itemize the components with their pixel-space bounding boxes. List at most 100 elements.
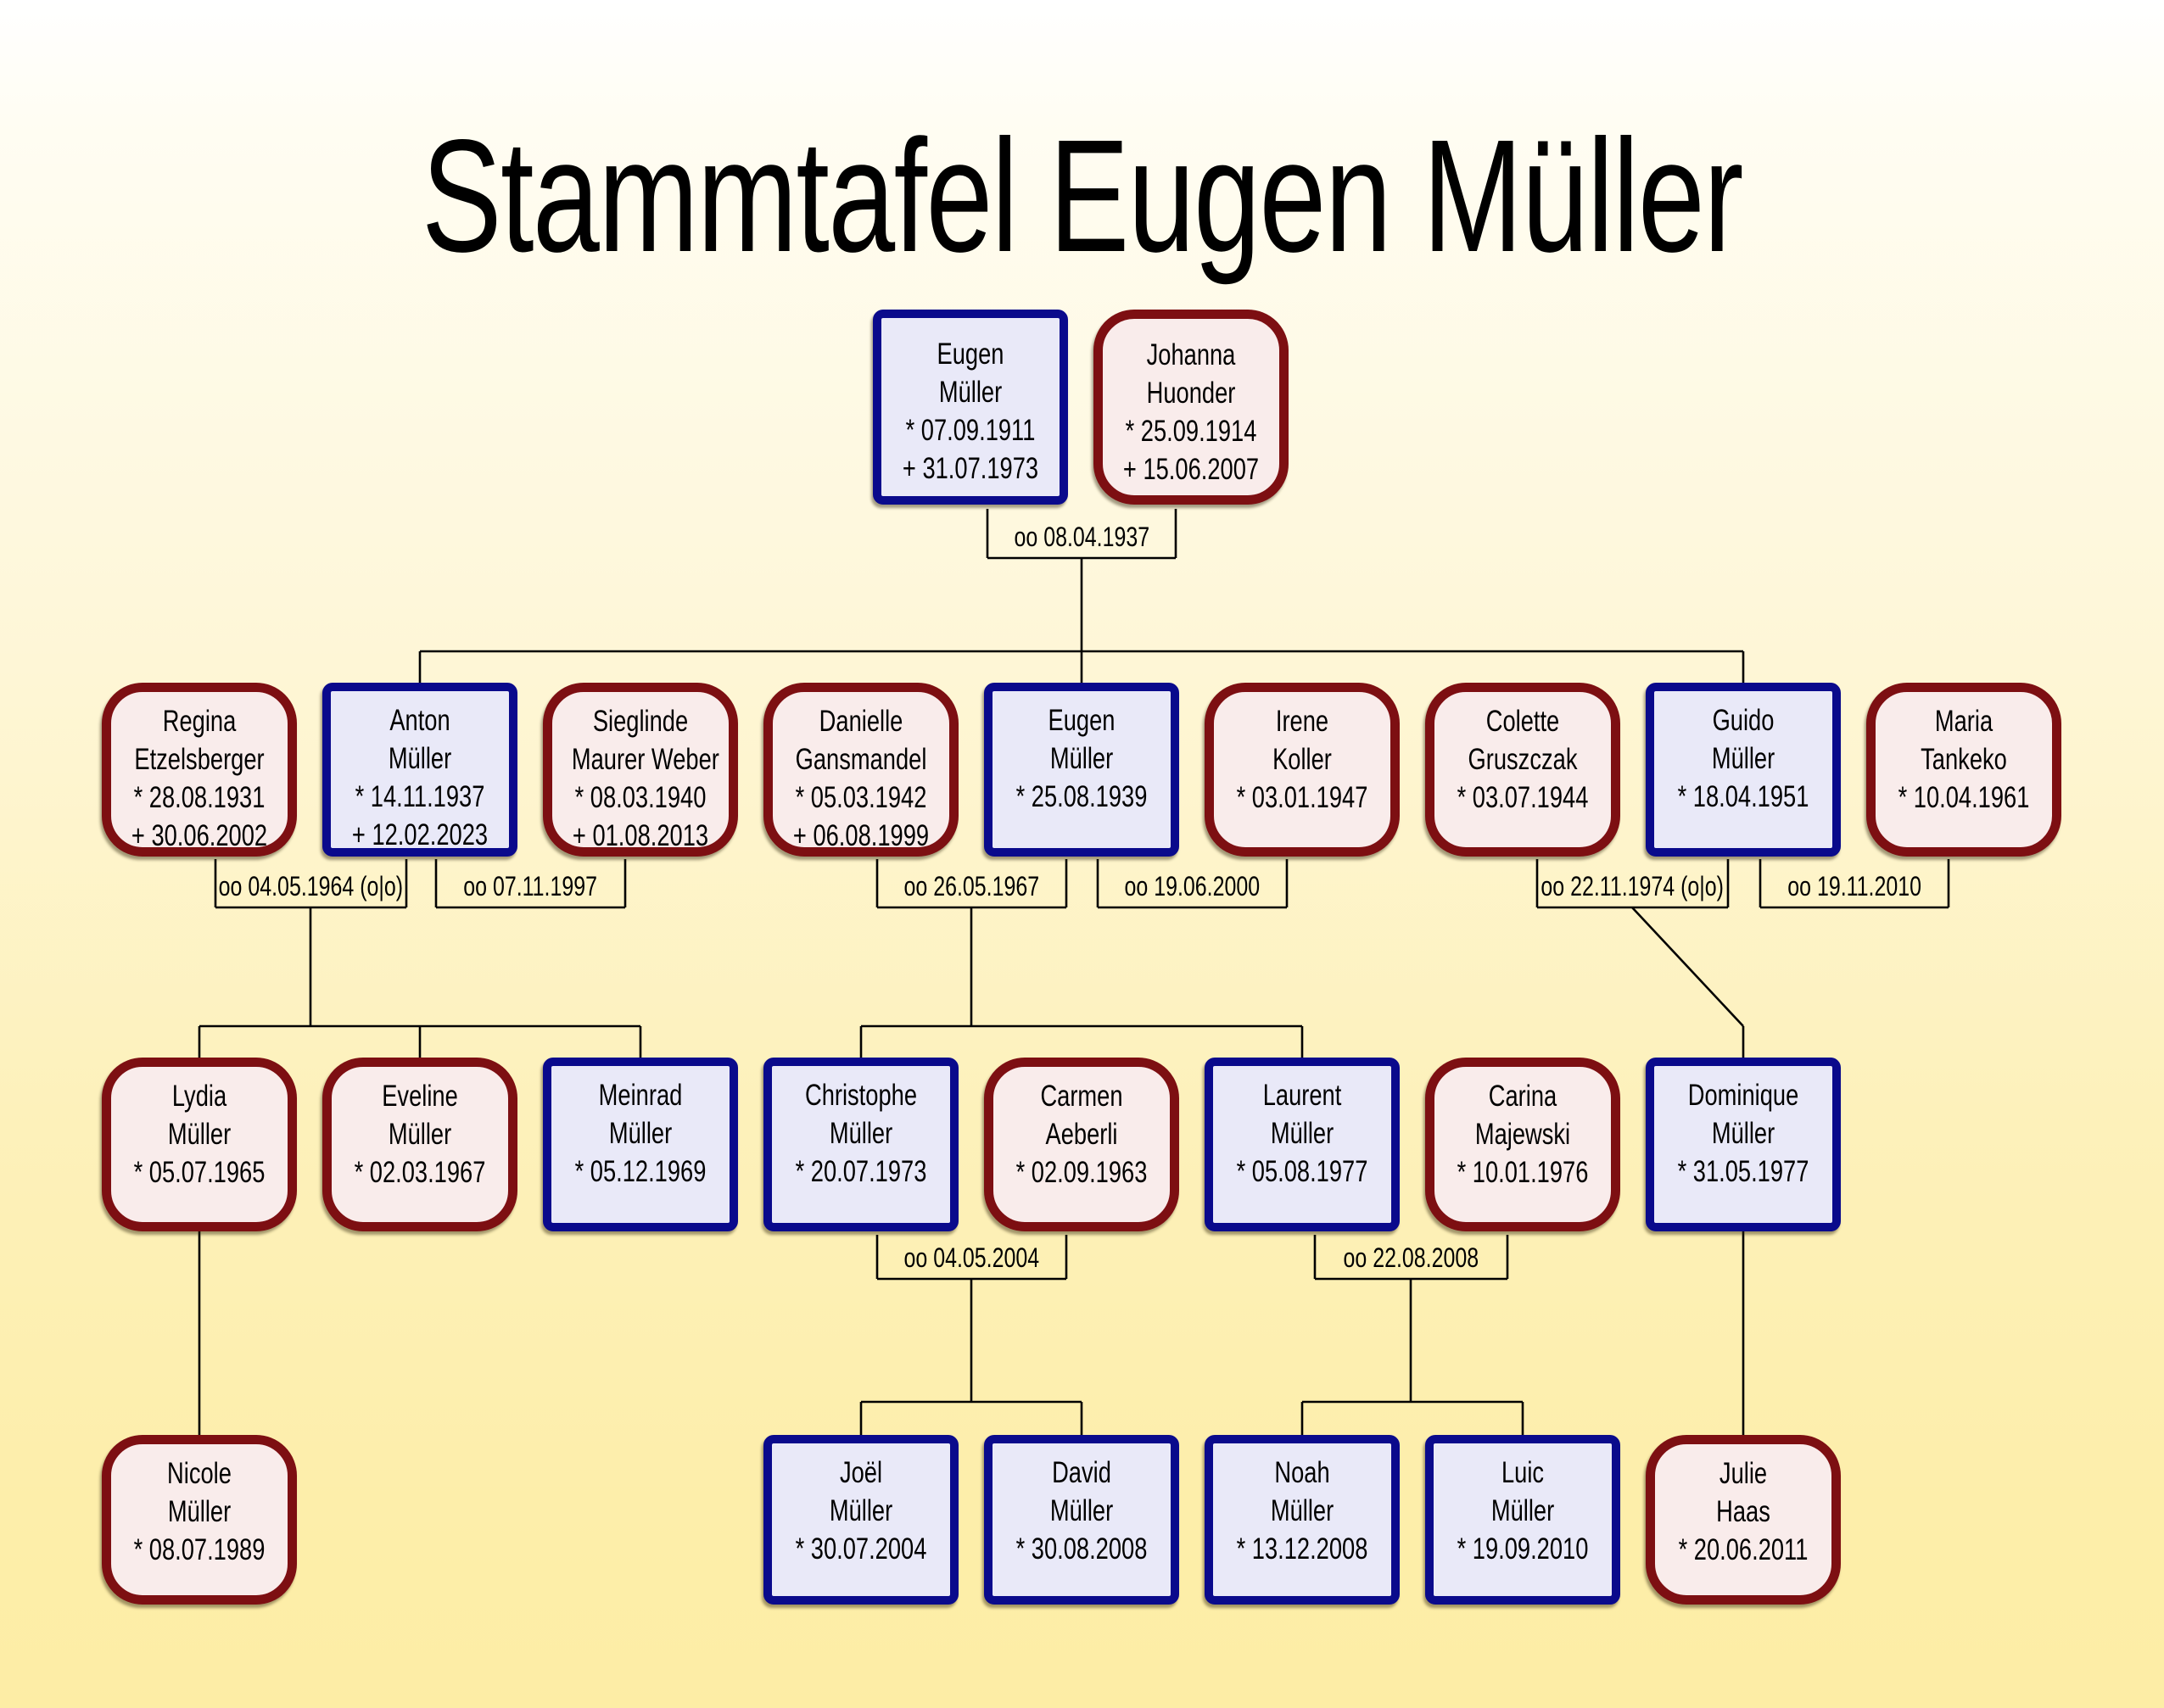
marriage-label-3: oo 26.05.1967	[877, 867, 1066, 906]
person-given: Guido	[1712, 704, 1775, 737]
person-given: Julie	[1719, 1457, 1768, 1490]
person-given: Irene	[1275, 705, 1329, 738]
marriage-date: oo 08.04.1937	[1014, 521, 1149, 552]
person-surname: Müller	[829, 1117, 893, 1150]
person-given: Danielle	[819, 705, 903, 738]
person-birth: * 31.05.1977	[1677, 1155, 1809, 1188]
marriage-label-6: oo 19.11.2010	[1760, 867, 1949, 906]
marriage-label-5: oo 22.11.1974 (o|o)	[1537, 867, 1728, 906]
person-given: Noah	[1274, 1456, 1330, 1489]
person-surname: Müller	[388, 742, 452, 775]
person-death: + 12.02.2023	[351, 818, 489, 851]
person-birth: * 05.12.1969	[574, 1155, 707, 1188]
marriage-label-0: oo 08.04.1937	[987, 517, 1176, 556]
person-given: Eugen	[1048, 704, 1116, 737]
person-given: Christophe	[804, 1079, 918, 1112]
person-surname: Gruszczak	[1468, 743, 1578, 776]
marriage-date: oo 19.11.2010	[1787, 870, 1921, 901]
person-birth: * 25.08.1939	[1015, 780, 1148, 813]
person-birth: * 03.01.1947	[1236, 781, 1368, 814]
person-given: Carmen	[1040, 1080, 1123, 1113]
person-death: + 01.08.2013	[572, 819, 709, 852]
person-given: Regina	[162, 705, 237, 738]
person-given: Sieglinde	[592, 705, 689, 738]
person-surname: Müller	[167, 1118, 232, 1151]
marriage-label-1: oo 04.05.1964 (o|o)	[215, 867, 406, 906]
person-death: + 31.07.1973	[902, 452, 1039, 485]
person-surname: Müller	[1490, 1494, 1555, 1527]
person-surname: Koller	[1272, 743, 1332, 776]
marriage-date: oo 04.05.2004	[903, 1242, 1040, 1273]
person-birth: * 05.08.1977	[1236, 1155, 1368, 1188]
marriage-label-7: oo 04.05.2004	[877, 1238, 1066, 1277]
person-surname: Huonder	[1146, 377, 1236, 410]
person-birth: * 14.11.1937	[355, 780, 485, 813]
descent-line-14	[1631, 907, 1744, 1027]
person-birth: * 10.04.1961	[1898, 781, 2030, 814]
person-surname: Maurer Weber	[571, 743, 719, 776]
marriage-date: oo 26.05.1967	[903, 870, 1040, 901]
marriage-label-8: oo 22.08.2008	[1315, 1238, 1507, 1277]
person-birth: * 19.09.2010	[1457, 1532, 1589, 1566]
person-birth: * 02.09.1963	[1015, 1156, 1148, 1189]
person-given: Luic	[1501, 1456, 1545, 1489]
person-birth: * 02.03.1967	[354, 1156, 486, 1189]
person-surname: Müller	[938, 376, 1003, 409]
marriage-date: oo 07.11.1997	[463, 870, 598, 901]
person-death: + 06.08.1999	[792, 819, 930, 852]
person-given: Eugen	[937, 338, 1004, 371]
person-given: Dominique	[1687, 1079, 1799, 1112]
marriage-date: oo 22.11.1974 (o|o)	[1541, 870, 1725, 901]
person-given: Joël	[839, 1456, 883, 1489]
person-surname: Etzelsberger	[134, 743, 265, 776]
person-surname: Müller	[1711, 742, 1775, 775]
person-surname: Majewski	[1474, 1118, 1571, 1151]
person-surname: Müller	[388, 1118, 452, 1151]
person-given: Maria	[1934, 705, 1993, 738]
